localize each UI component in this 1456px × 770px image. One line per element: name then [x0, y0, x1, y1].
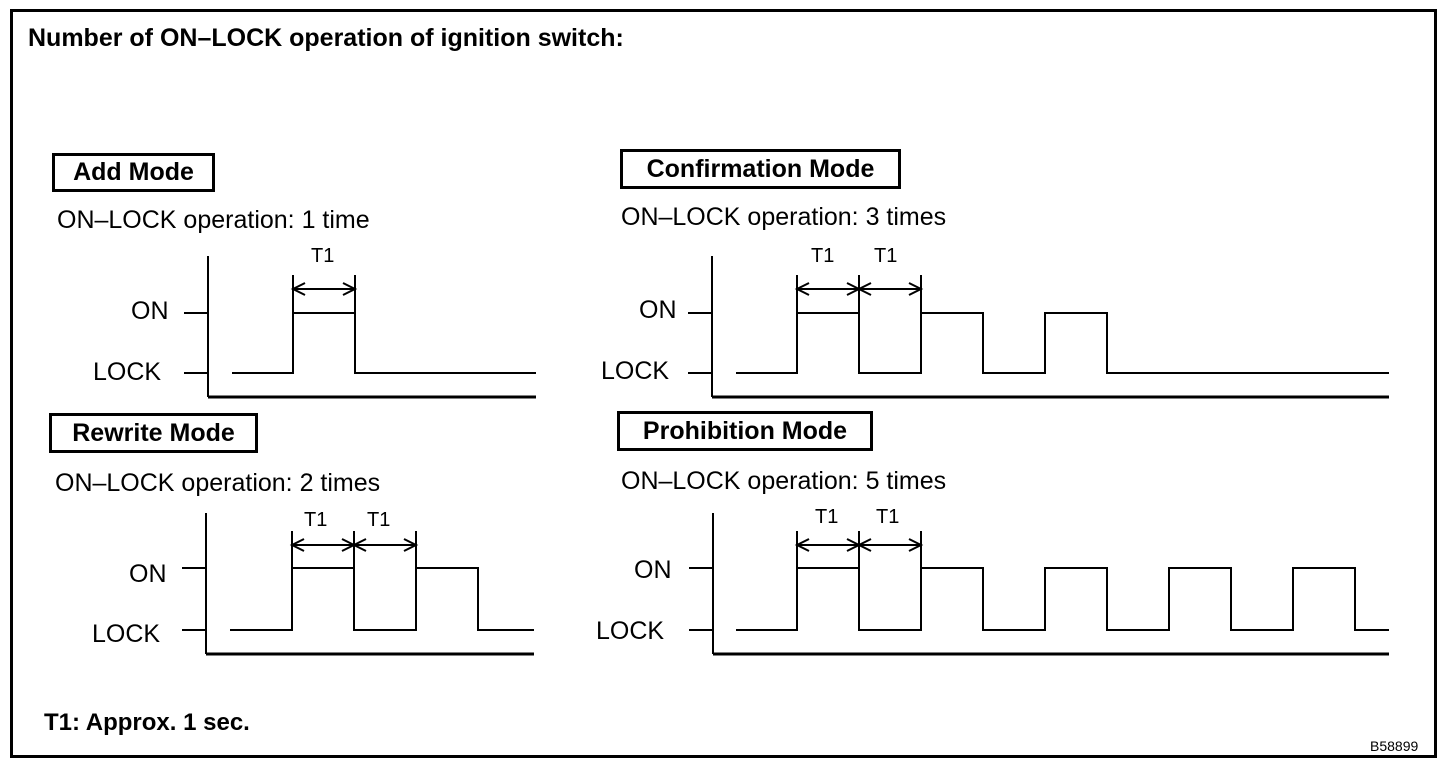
prohibition-t1-arrowhead-left-0: [794, 538, 810, 552]
rewrite-t1-arrowhead-left-1: [351, 538, 367, 552]
rewrite-t1-arrowhead-right-1: [403, 538, 419, 552]
rewrite-mode-on-label: ON: [129, 560, 167, 588]
confirmation-t1-arrowhead-left-0: [794, 282, 810, 296]
prohibition-waveform: [736, 567, 1389, 631]
rewrite-mode-t1-label-2: T1: [367, 509, 391, 531]
rewrite-mode-lock-label: LOCK: [92, 620, 161, 648]
confirmation-t1-arrowhead-left-1: [856, 282, 872, 296]
confirmation-t1-arrowhead-right-1: [908, 282, 924, 296]
confirmation-mode-t1-label-1: T1: [811, 245, 835, 267]
prohibition-t1-arrowhead-left-1: [856, 538, 872, 552]
add-mode-on-label: ON: [131, 297, 169, 325]
add-mode-operation: ON–LOCK operation: 1 time: [57, 206, 370, 234]
add-t1-arrowhead-left-0: [290, 282, 306, 296]
t1-footnote: T1: Approx. 1 sec.: [44, 709, 250, 736]
rewrite-mode-t1-label-1: T1: [304, 509, 328, 531]
add-t1-arrowhead-right-0: [342, 282, 358, 296]
confirmation-mode-title: Confirmation Mode: [620, 149, 901, 189]
confirmation-mode-t1-label-2: T1: [874, 245, 898, 267]
prohibition-mode-on-label: ON: [634, 556, 672, 584]
rewrite-mode-operation: ON–LOCK operation: 2 times: [55, 469, 381, 497]
prohibition-mode-lock-label: LOCK: [596, 617, 665, 645]
diagram-heading: Number of ON–LOCK operation of ignition …: [28, 24, 624, 52]
add-mode-t1-label: T1: [311, 245, 335, 267]
figure-code: B58899: [1370, 738, 1419, 754]
add-waveform: [232, 312, 536, 374]
diagram-frame: [10, 9, 1437, 758]
add-mode-title: Add Mode: [52, 153, 215, 192]
confirmation-mode-lock-label: LOCK: [601, 357, 670, 385]
prohibition-mode-title: Prohibition Mode: [617, 411, 873, 451]
confirmation-mode-on-label: ON: [639, 296, 677, 324]
confirmation-mode-operation: ON–LOCK operation: 3 times: [621, 203, 947, 231]
rewrite-mode-title: Rewrite Mode: [49, 413, 258, 453]
add-mode-lock-label: LOCK: [93, 358, 162, 386]
prohibition-t1-arrowhead-right-1: [908, 538, 924, 552]
rewrite-waveform: [230, 567, 534, 631]
prohibition-mode-operation: ON–LOCK operation: 5 times: [621, 467, 947, 495]
prohibition-mode-t1-label-2: T1: [876, 506, 900, 528]
rewrite-t1-arrowhead-left-0: [289, 538, 305, 552]
prohibition-mode-t1-label-1: T1: [815, 506, 839, 528]
confirmation-waveform: [736, 312, 1389, 374]
